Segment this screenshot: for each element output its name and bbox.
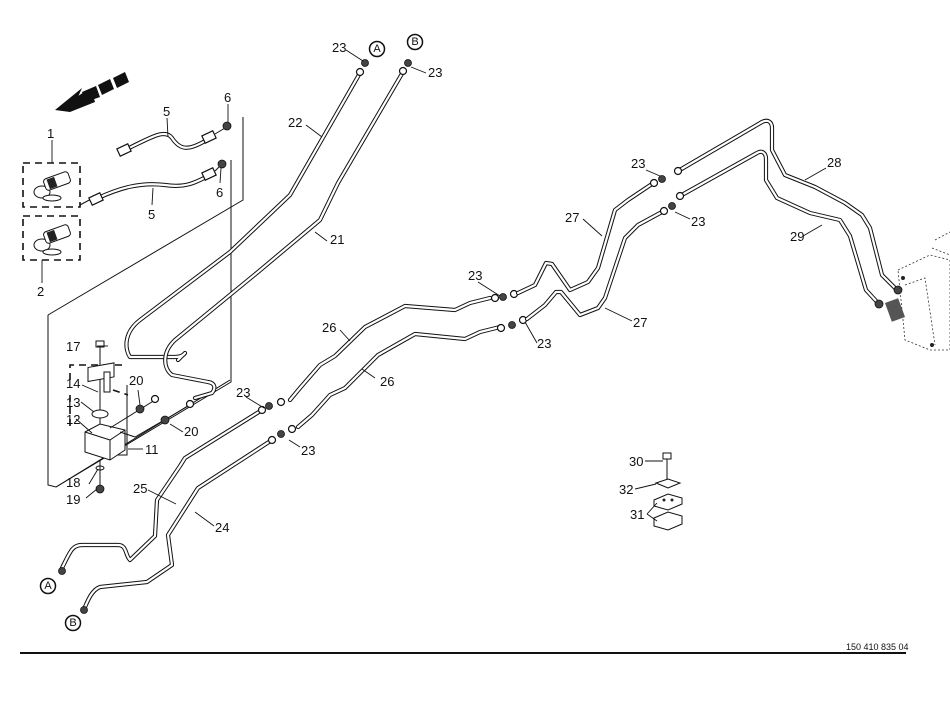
callout-23-top-a: 23 (332, 40, 346, 55)
callout-22: 22 (288, 115, 302, 130)
callout-20-lower: 20 (184, 424, 198, 439)
valve-lever (103, 371, 111, 393)
pipe-26-upper (287, 295, 493, 403)
callout-23-center-upper: 23 (468, 268, 482, 283)
callout-6-lower: 6 (216, 185, 223, 200)
clamp-31-lower (653, 511, 683, 531)
callout-6-upper: 6 (224, 90, 231, 105)
direction-arrow-icon (55, 72, 129, 112)
machine-bracket (885, 231, 950, 351)
callout-29: 29 (790, 229, 804, 244)
callout-26-upper: 26 (322, 320, 336, 335)
plate-32 (654, 478, 682, 489)
callout-20-upper: 20 (129, 373, 143, 388)
marker-top-b: B (406, 33, 424, 51)
pipe-21 (163, 69, 406, 401)
pipe-29 (677, 149, 881, 306)
marker-top-a: A (368, 40, 386, 58)
block-12 (84, 423, 126, 461)
callout-23-right-upper: 23 (631, 156, 645, 171)
fitting-23-center-upper (490, 289, 519, 303)
pipe-24 (82, 437, 275, 610)
svg-text:B: B (411, 36, 418, 48)
marker-bottom-a: A (39, 577, 57, 595)
callout-11: 11 (145, 442, 159, 457)
callout-17: 17 (66, 339, 80, 354)
callout-27-upper: 27 (565, 210, 579, 225)
fitting-23-top-a (361, 59, 369, 67)
coupling-part-2 (22, 215, 81, 261)
clamp-assembly (653, 452, 683, 531)
fitting-23-top-b (404, 59, 412, 67)
fitting-20-upper (135, 404, 145, 414)
callout-13: 13 (66, 395, 80, 410)
o-ring-13 (91, 409, 109, 419)
callout-27-lower: 27 (633, 315, 647, 330)
bolt-30 (662, 452, 672, 460)
leader-lines (41, 49, 827, 527)
hose-5-upper (116, 121, 232, 157)
nut-19 (95, 484, 105, 494)
callout-32: 32 (619, 482, 633, 497)
callout-5-lower: 5 (148, 207, 155, 222)
callout-23-mid-lower: 23 (301, 443, 315, 458)
svg-text:B: B (69, 617, 76, 629)
pipe-26-lower (295, 324, 503, 430)
callout-23-top-b: 23 (428, 65, 442, 80)
fitting-20-lower (160, 415, 170, 425)
callout-21: 21 (330, 232, 344, 247)
hose-5-lower (88, 159, 227, 206)
fitting-23-mid-upper (265, 397, 286, 410)
valve-block-assembly (69, 340, 195, 494)
pipe-25 (59, 407, 265, 571)
callout-18: 18 (66, 475, 80, 490)
callout-19: 19 (66, 492, 80, 507)
callout-5-upper: 5 (163, 104, 170, 119)
fitting-23-right-lower (659, 202, 676, 216)
callout-31: 31 (630, 507, 644, 522)
pipe-27-lower (524, 209, 665, 322)
callout-12: 12 (66, 412, 80, 427)
svg-text:A: A (373, 43, 381, 55)
callout-1: 1 (47, 126, 54, 141)
pipe-22 (124, 70, 363, 363)
fitting-23-right-upper (649, 175, 666, 188)
clamp-31-upper (653, 493, 683, 511)
callout-28: 28 (827, 155, 841, 170)
callout-24: 24 (215, 520, 229, 535)
callout-25: 25 (133, 481, 147, 496)
callout-23-center-lower: 23 (537, 336, 551, 351)
drawing-baseline (20, 652, 906, 654)
coupling-part-1 (22, 162, 81, 208)
callout-30: 30 (629, 454, 643, 469)
callout-labels: 1 2 5 5 6 6 11 12 13 14 17 18 19 20 20 2… (37, 40, 841, 535)
callout-23-right-lower: 23 (691, 214, 705, 229)
callout-26-lower: 26 (380, 374, 394, 389)
nut-6-upper (222, 121, 232, 131)
fitting-23-mid-lower (277, 424, 297, 438)
pipe-28 (675, 118, 900, 293)
fitting-23-center-lower (496, 315, 528, 333)
callout-2: 2 (37, 284, 44, 299)
document-number: 150 410 835 04 (846, 642, 909, 652)
callout-23-mid-upper: 23 (236, 385, 250, 400)
callout-14: 14 (66, 376, 80, 391)
marker-bottom-b: B (64, 614, 82, 632)
svg-text:A: A (44, 580, 52, 592)
pipe-27-upper (515, 179, 658, 296)
nut-6-lower (217, 159, 227, 169)
